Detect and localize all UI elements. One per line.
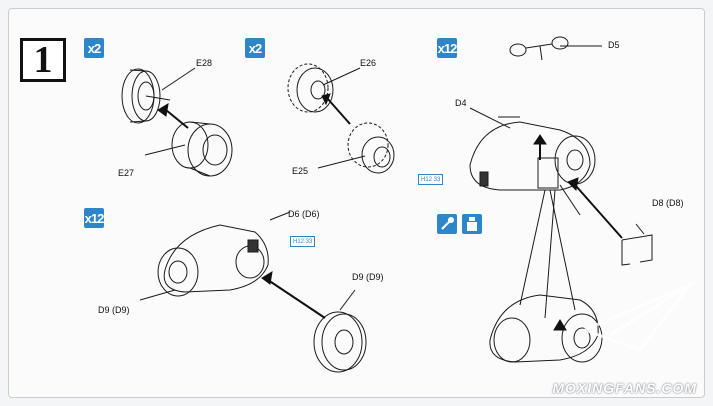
label-d8: D8 (D8) [652,198,684,208]
watermark-text: MOXINGFANS.COM [552,380,697,396]
part-d9-wheel-drawing [313,311,367,373]
part-d6-assembly-drawing [157,224,269,297]
part-d5-drawing [509,36,602,61]
glue-icon [437,214,457,234]
quantity-badge-d6: x12 [84,208,104,228]
assembly-arrows [157,93,623,331]
label-d9-left: D9 (D9) [98,305,130,315]
label-d4: D4 [455,98,467,108]
watermark-logo [580,281,695,352]
label-e28: E28 [196,58,213,68]
step-number: 1 [20,38,66,82]
cement-bottle-icon [462,214,482,234]
leader-lines [139,67,581,319]
part-e28-drawing [121,68,161,124]
quantity-badge-e26: x2 [245,38,265,58]
part-e25-drawing [347,122,395,174]
paint-code-d6: H12 33 [290,236,316,247]
paint-code-d4: H12 33 [418,174,444,185]
label-d6: D6 (D6) [288,209,320,219]
quantity-badge-e28: x2 [84,38,104,58]
label-e25: E25 [292,166,309,176]
part-e27-drawing [171,121,233,177]
quantity-badge-d4: x12 [437,38,457,58]
part-d8-drawing [621,223,653,266]
label-e26: E26 [360,58,377,68]
label-d5: D5 [608,40,620,50]
label-e27: E27 [118,168,135,178]
label-d9-right: D9 (D9) [352,272,384,282]
part-e26-drawing [287,63,334,113]
